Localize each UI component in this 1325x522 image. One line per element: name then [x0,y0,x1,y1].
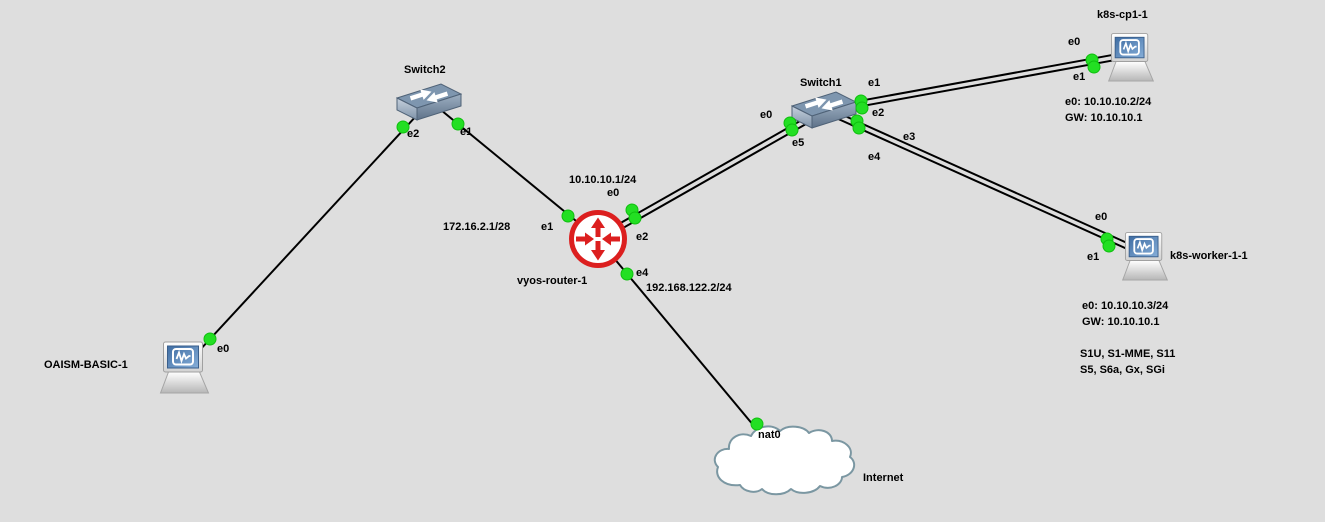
port-label-worker-e0: e0 [1095,211,1108,223]
computer-icon [1121,232,1169,281]
computer-icon [159,341,210,394]
node-label-switch1: Switch1 [800,77,842,89]
node-k8s-cp1-1[interactable] [1106,28,1156,87]
port-label-switch1-e4: e4 [868,151,881,163]
port-label-switch1-e2: e2 [872,107,885,119]
port-label-router-e1: e1 [541,221,554,233]
port-dot-switch2-e2 [396,120,410,134]
node-label-oaism-basic-1: OAISM-BASIC-1 [44,359,128,371]
link-oaism-switch2[interactable] [185,100,431,366]
node-switch2[interactable] [395,81,463,126]
port-label-switch2-e1: e1 [460,126,473,138]
port-label-router-e0: e0 [607,187,620,199]
port-dot-router-e4 [620,267,634,281]
ethernet-switch-icon [395,83,463,121]
port-label-router-e4: e4 [636,267,649,279]
node-label-vyos-router-1: vyos-router-1 [517,275,588,287]
port-label-router-e2: e2 [636,231,649,243]
node-switch1[interactable] [790,89,858,134]
port-label-switch2-e2: e2 [407,128,420,140]
port-label-cp1-e1: e1 [1073,71,1086,83]
annotation-worker-gw: GW: 10.10.10.1 [1082,316,1160,328]
link-switch1-cp1[interactable] [824,50,1134,114]
port-dot-switch2-e1 [451,117,465,131]
port-dot-oaism-e0 [203,332,217,346]
node-oaism-basic-1[interactable] [158,336,211,399]
node-label-k8s-worker-1-1: k8s-worker-1-1 [1170,250,1248,262]
port-dot-router-e1 [561,209,575,223]
port-label-cp1-e0: e0 [1068,36,1081,48]
ethernet-switch-icon [790,91,858,129]
port-dot-switch1-e5 [785,123,799,137]
annotation-router-e4-ip: 192.168.122.2/24 [646,282,732,294]
port-label-switch1-e1: e1 [868,77,881,89]
port-dot-switch1-e2 [855,101,869,115]
node-internet-cloud[interactable] [710,421,858,504]
node-label-switch2: Switch2 [404,64,446,76]
port-dot-switch1-e4 [852,121,866,135]
annotation-router-e1-ip: 172.16.2.1/28 [443,221,511,233]
port-dot-internet-nat0 [750,417,764,431]
port-label-worker-e1: e1 [1087,251,1100,263]
link-switch1-worker[interactable] [823,106,1147,258]
port-label-oaism-e0: e0 [217,343,230,355]
port-label-internet-nat0: nat0 [758,429,781,441]
node-label-k8s-cp1-1: k8s-cp1-1 [1097,9,1148,21]
node-vyos-router-1[interactable] [568,209,628,274]
port-dot-cp1-e1 [1087,60,1101,74]
port-label-switch1-e5: e5 [792,137,805,149]
annotation-cp1-gw: GW: 10.10.10.1 [1065,112,1143,124]
port-dot-router-e2 [628,211,642,225]
annotation-worker-ip: e0: 10.10.10.3/24 [1082,300,1169,312]
cloud-icon [713,425,856,496]
port-label-switch1-e3: e3 [903,131,916,143]
router-icon [569,210,627,268]
annotation-router-e0-ip: 10.10.10.1/24 [569,174,637,186]
annotation-cp1-ip: e0: 10.10.10.2/24 [1065,96,1152,108]
node-label-internet: Internet [863,472,904,484]
annotation-worker-interfaces-1: S1U, S1-MME, S11 [1080,348,1176,360]
computer-icon [1107,33,1155,82]
port-dot-worker-e1 [1102,239,1116,253]
annotation-worker-interfaces-2: S5, S6a, Gx, SGi [1080,364,1165,376]
node-k8s-worker-1-1[interactable] [1120,227,1170,286]
port-label-switch1-e0: e0 [760,109,773,121]
